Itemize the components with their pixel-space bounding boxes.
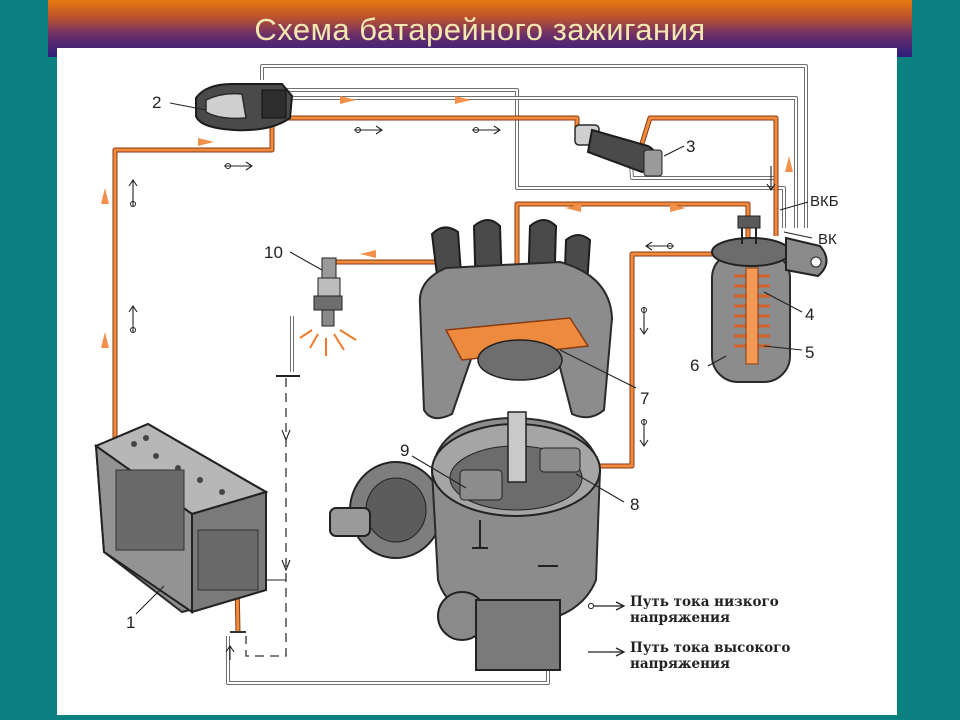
legend-high-line1: Путь тока высокого	[630, 640, 790, 656]
label-8: 8	[630, 495, 639, 514]
legend-low-line2: напряжения	[630, 610, 730, 626]
ignition-switch	[195, 83, 294, 132]
diagram-panel: 2 3 10 7 4 5 6 8 9 1 ВКБ ВК Путь тока ни…	[57, 48, 897, 715]
title-bar: Схема батарейного зажигания	[48, 0, 912, 57]
distributor-cap	[418, 219, 614, 420]
distributor-body	[329, 411, 602, 671]
label-1: 1	[126, 613, 135, 632]
label-9: 9	[400, 441, 409, 460]
label-6: 6	[690, 356, 699, 375]
label-7: 7	[640, 389, 649, 408]
label-2: 2	[152, 93, 161, 112]
spark-plug	[299, 257, 357, 356]
ignition-coil	[711, 215, 828, 383]
label-10: 10	[264, 243, 283, 262]
label-vk: ВК	[818, 231, 837, 248]
label-4: 4	[805, 305, 814, 324]
legend: Путь тока низкого напряжения Путь тока в…	[587, 594, 790, 672]
ground-symbols	[276, 375, 558, 567]
battery	[93, 422, 269, 633]
current-direction-arrows	[101, 96, 793, 348]
label-5: 5	[805, 343, 814, 362]
ignition-diagram: 2 3 10 7 4 5 6 8 9 1 ВКБ ВК Путь тока ни…	[93, 64, 839, 685]
legend-low-line1: Путь тока низкого	[630, 594, 779, 610]
label-vkb: ВКБ	[810, 193, 839, 210]
legend-high-line2: напряжения	[630, 656, 730, 672]
ballast-resistor	[574, 124, 663, 177]
callout-leaders	[135, 102, 813, 615]
slide-title: Схема батарейного зажигания	[254, 12, 706, 47]
label-3: 3	[686, 137, 695, 156]
